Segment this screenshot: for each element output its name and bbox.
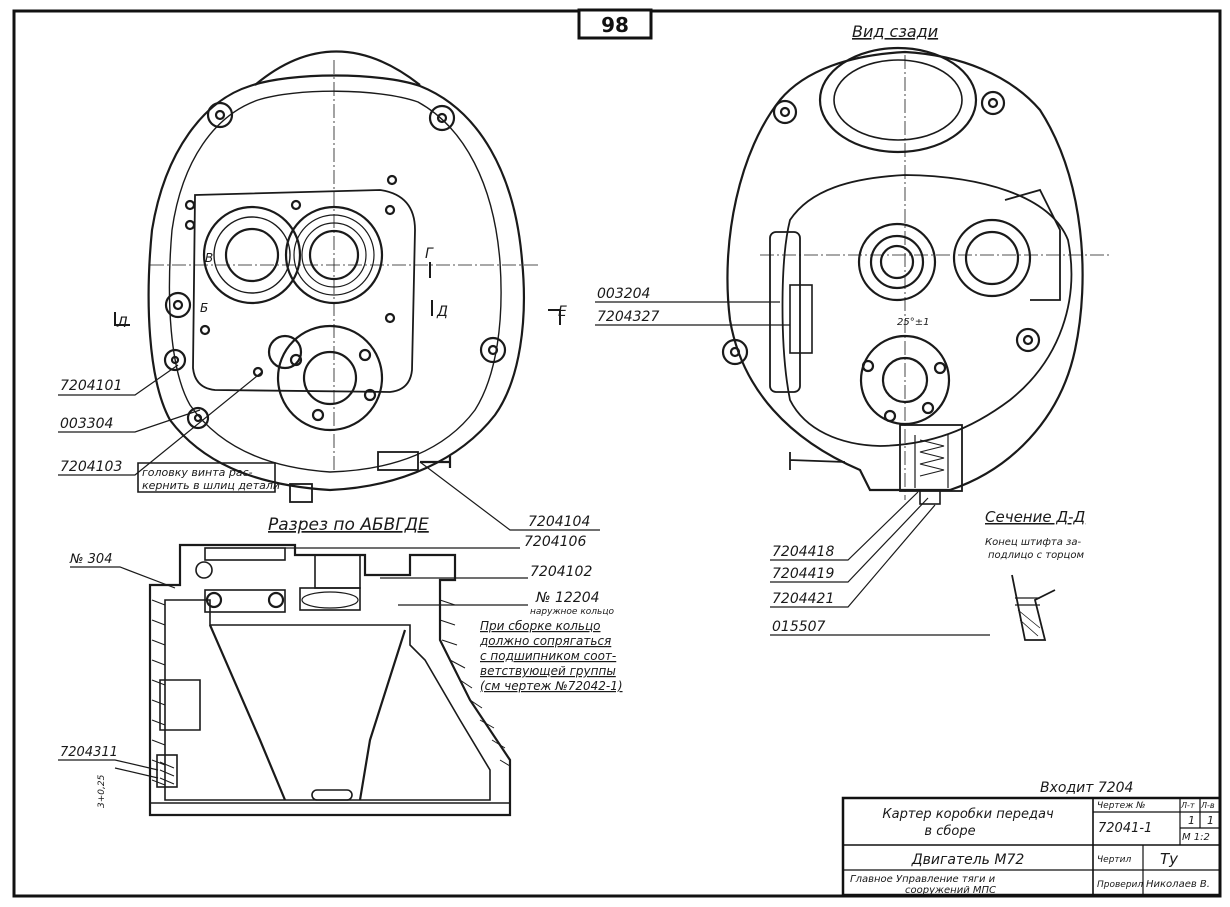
callout-7204311: 7204311: [60, 745, 118, 760]
rear-view: [721, 46, 1110, 505]
callout-7204106: 7204106: [524, 534, 586, 550]
department-line-1: Главное Управление тяги и: [850, 874, 996, 885]
housing-dome: [254, 50, 421, 86]
drain-plug: [156, 754, 178, 788]
section-mark-e: Е: [558, 304, 567, 320]
housing-outline: [147, 74, 525, 492]
checked-label: Проверил: [1097, 880, 1143, 890]
assembly-note-line-3: с подшипником соот-: [480, 649, 616, 663]
sheets-label: Л-в: [1200, 801, 1215, 810]
drawing-scale: М 1:2: [1182, 832, 1210, 843]
section-mark-d: Д: [436, 304, 448, 320]
callout-n304: № 304: [69, 552, 112, 567]
section-outline: [148, 543, 512, 817]
callout-7204103: 7204103: [60, 459, 122, 475]
title-name-line-1: Картер коробки передач: [882, 807, 1054, 822]
gasket-face: [192, 189, 416, 393]
bolt-note-line-2: кернить в шлиц детали: [142, 479, 280, 492]
callout-7204419: 7204419: [772, 566, 834, 582]
small-section-detail: [1011, 574, 1056, 641]
callout-7204101: 7204101: [60, 378, 122, 394]
assembly-note-line-5: (см чертеж №72042-1): [480, 679, 623, 693]
callout-003304: 003304: [60, 416, 113, 432]
housing-inner-outline: [168, 90, 502, 473]
assembly-note-line-2: должно сопрягаться: [479, 634, 611, 648]
drawing-no-label: Чертеж №: [1097, 801, 1146, 811]
callout-015507: 015507: [772, 619, 826, 635]
side-lever: [769, 231, 801, 393]
title-block: [841, 796, 1222, 897]
callout-n12204-sub: наружное кольцо: [530, 607, 614, 617]
rotation-note: 25°±1: [897, 317, 929, 328]
sheet-label: Л-т: [1180, 801, 1195, 810]
title-name-line-2: в сборе: [924, 824, 975, 839]
assembly-note-line-1: При сборке кольцо: [480, 619, 601, 633]
callout-7204104: 7204104: [528, 514, 590, 530]
rear-view-leaders: [595, 301, 990, 636]
sheet-frame: [12, 9, 1222, 898]
page-number-tab: 98: [577, 8, 653, 40]
small-section-title: Сечение Д-Д: [985, 508, 1085, 526]
section-mark-l: Л: [116, 315, 128, 331]
section-leaders: [58, 547, 528, 779]
enters-assembly: Входит 7204: [1040, 780, 1133, 796]
callout-003204: 003204: [597, 286, 650, 302]
callout-7204421: 7204421: [772, 591, 834, 607]
rear-view-title: Вид сзади: [852, 22, 938, 41]
front-view: [114, 50, 561, 503]
assembly-note: При сборке кольцо должно сопрягаться с п…: [479, 619, 623, 693]
drew-label: Чертил: [1097, 855, 1132, 865]
top-port: [818, 46, 978, 154]
section-mark-g: Г: [425, 246, 434, 262]
section-mark-v: В: [205, 251, 213, 265]
bolt-note-line-1: головку винта рас-: [142, 466, 253, 479]
assembly-note-line-4: ветствующей группы: [480, 664, 616, 678]
callout-7204327: 7204327: [597, 309, 659, 325]
front-view-leaders: [58, 364, 600, 531]
dimension-gap: 3+0,25: [97, 774, 107, 808]
section-view: [148, 543, 512, 817]
detent-housing: [899, 424, 963, 492]
callout-7204418: 7204418: [772, 544, 834, 560]
sheet-number: 1: [1188, 814, 1195, 827]
section-mark-b: Б: [200, 301, 208, 315]
small-section-note-2: подлицо с торцом: [988, 550, 1084, 561]
drew-signature: Ту: [1160, 850, 1179, 868]
small-section-note-1: Конец штифта за-: [985, 537, 1081, 548]
callout-n12204: № 12204: [535, 590, 600, 606]
callout-7204102: 7204102: [530, 564, 592, 580]
engine-name: Двигатель М72: [911, 852, 1025, 868]
section-view-title: Разрез по АБВГДЕ: [268, 515, 429, 535]
sheets-count: 1: [1207, 814, 1214, 827]
page-number: 98: [601, 13, 629, 37]
rear-cover: [781, 174, 1073, 447]
drawing-number: 72041-1: [1098, 821, 1152, 836]
department-line-2: сооружений МПС: [905, 885, 996, 896]
checked-name: Николаев В.: [1146, 879, 1210, 890]
rear-housing-outline: [726, 50, 1084, 492]
